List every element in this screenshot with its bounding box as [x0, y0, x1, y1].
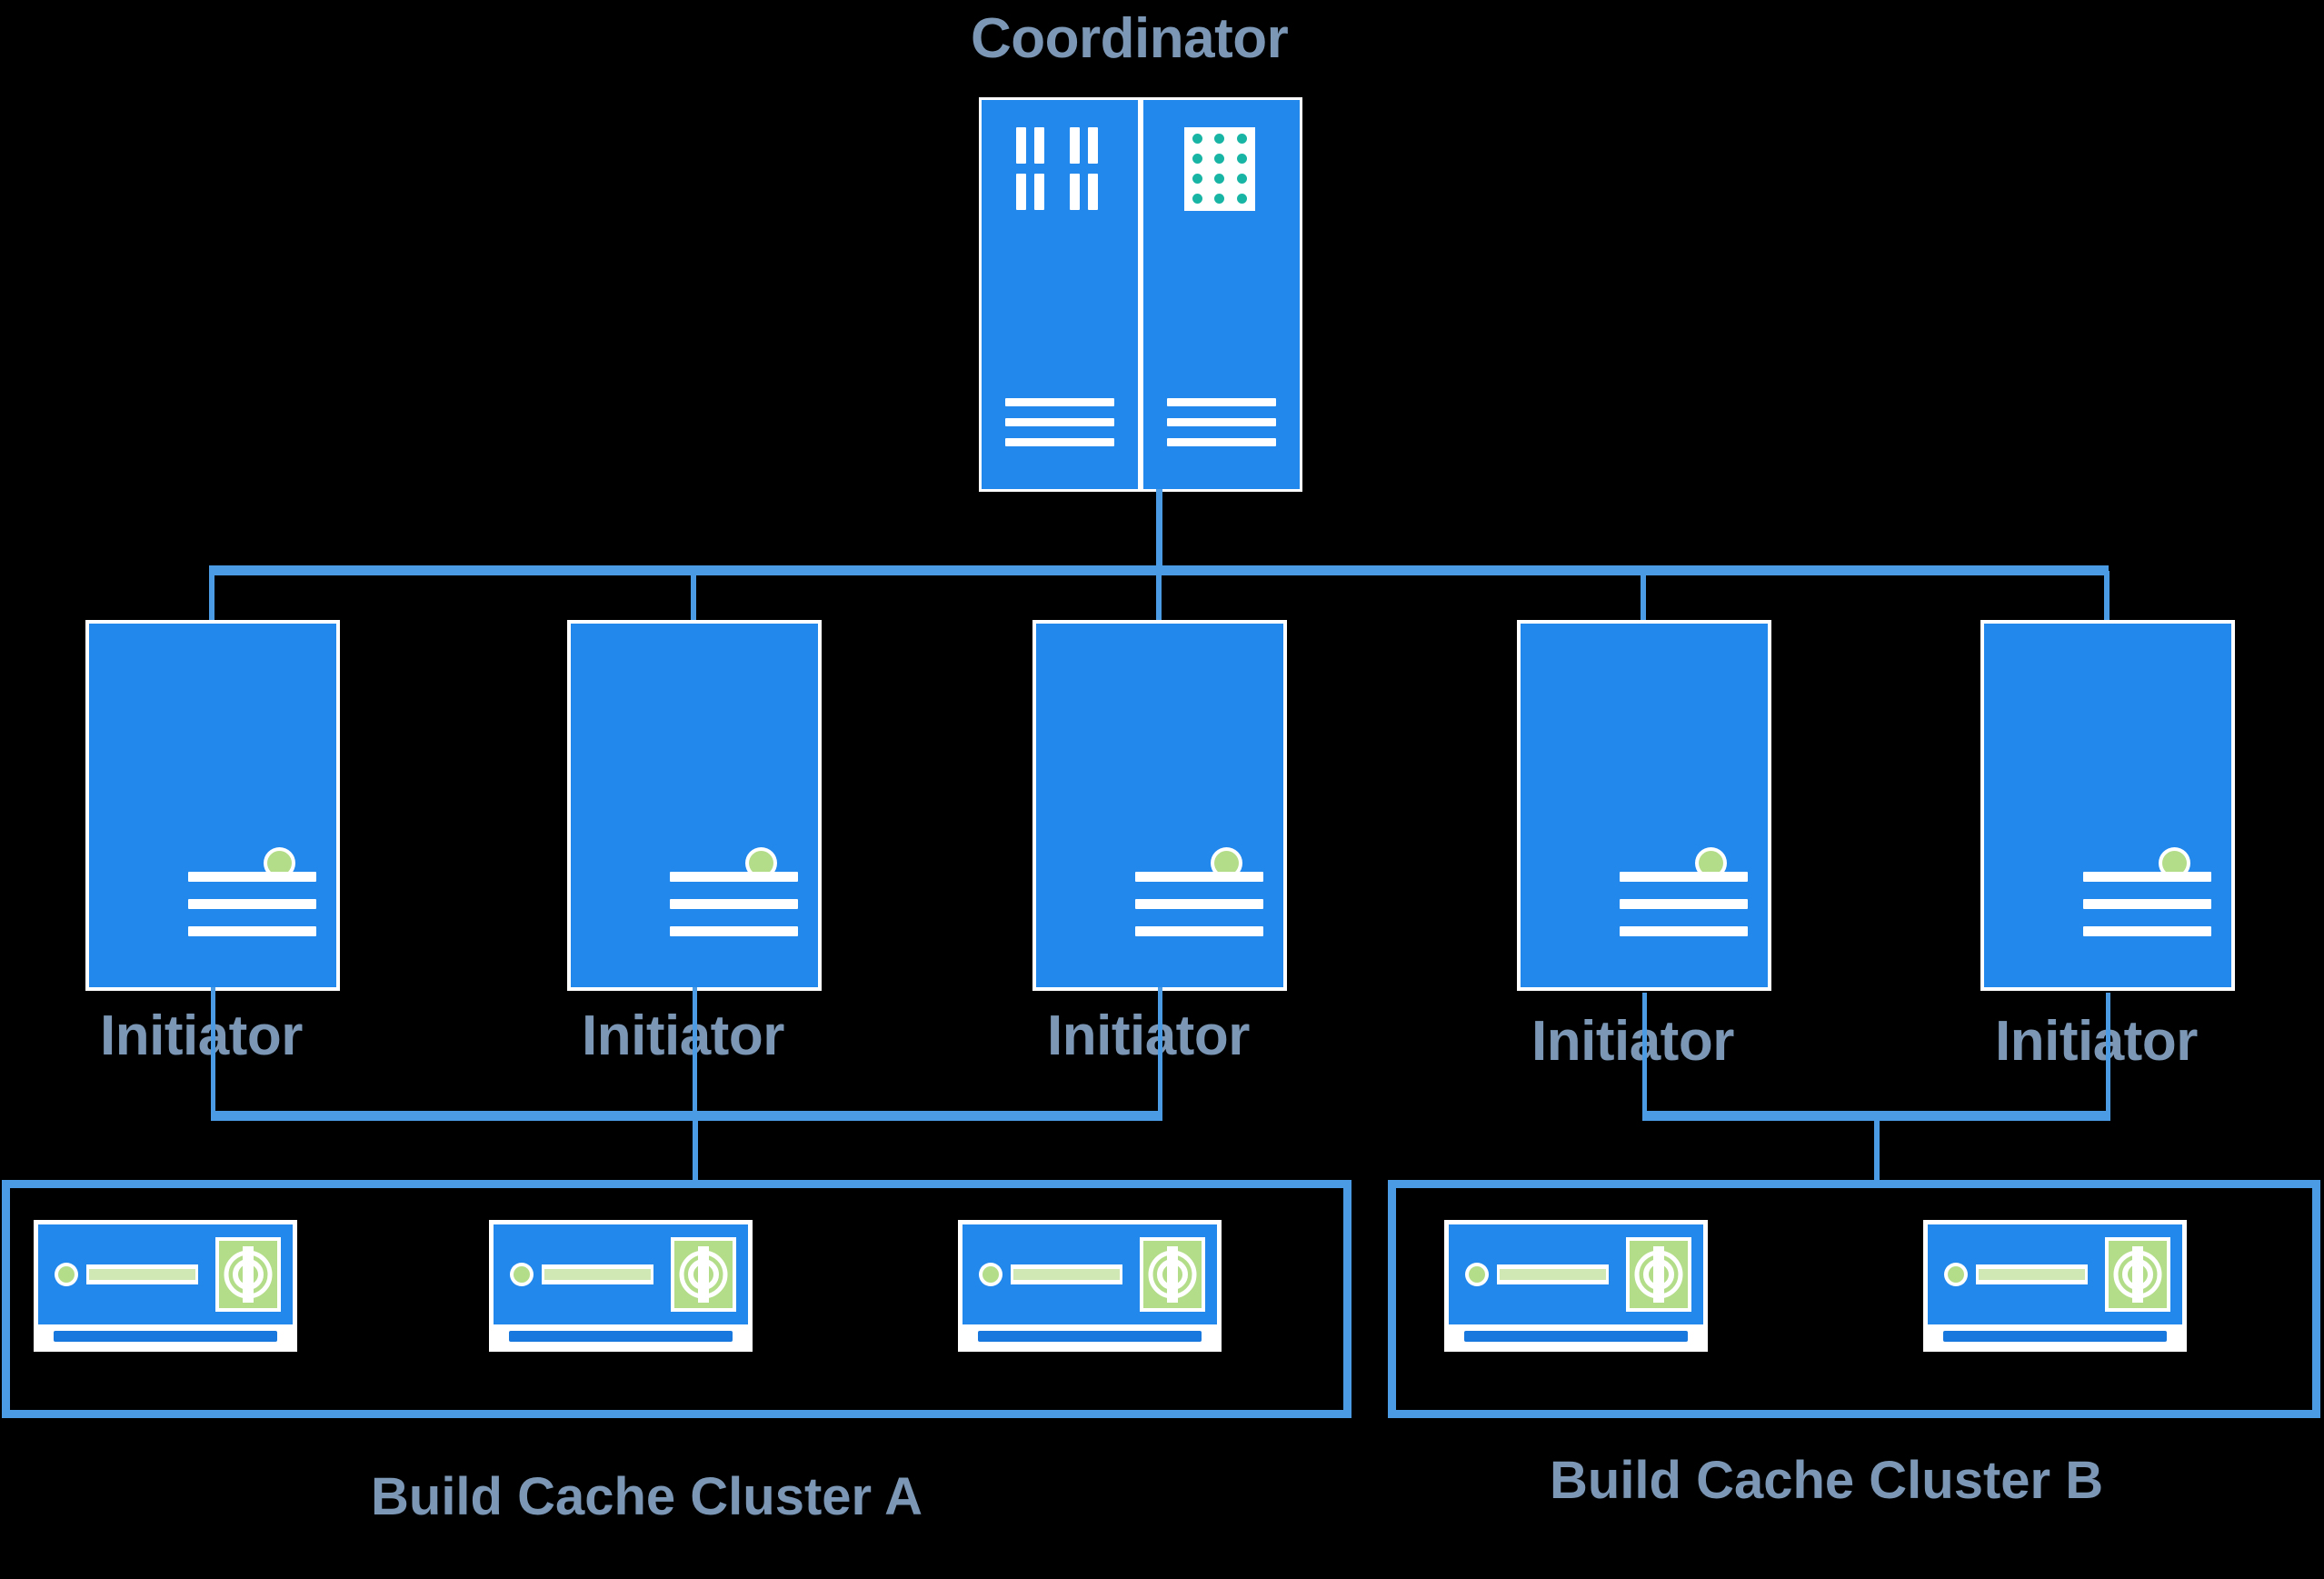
disk-platter-icon — [2109, 1241, 2168, 1308]
initiator-status-lines — [669, 872, 799, 936]
status-dot — [1948, 1266, 1965, 1283]
status-dot — [58, 1266, 75, 1283]
cache-appliance-2[interactable] — [489, 1220, 753, 1352]
status-dot — [1699, 851, 1724, 875]
initiator-label-4: Initiator — [1531, 1010, 1734, 1073]
appliance-base — [1942, 1331, 2168, 1342]
appliance-base — [1463, 1331, 1689, 1342]
status-dot — [267, 851, 293, 875]
wire-drop-initiator-3 — [1156, 571, 1162, 624]
initiator-label-2: Initiator — [582, 1004, 784, 1067]
disk-platter-icon — [674, 1241, 733, 1308]
status-dot — [2162, 851, 2188, 875]
initiator-status-lines — [187, 872, 317, 936]
cluster-b-label: Build Cache Cluster B — [1550, 1451, 2104, 1510]
wire-coordinator-stem — [1156, 489, 1162, 571]
cache-appliance-1[interactable] — [34, 1220, 297, 1352]
disk-platter-icon — [219, 1241, 278, 1308]
wire-initiator1-down — [211, 987, 215, 1114]
wire-cluster-b-drop — [1874, 1116, 1880, 1182]
status-dot — [982, 1266, 1000, 1283]
wire-drop-initiator-2 — [691, 571, 696, 624]
wire-cluster-a-bus — [211, 1111, 1162, 1121]
initiator-node-2[interactable] — [571, 624, 818, 987]
dot-grid-icon — [1183, 126, 1255, 211]
status-dot — [514, 1266, 531, 1283]
initiator-status-lines — [2082, 872, 2212, 936]
cache-slot-bar — [1011, 1264, 1123, 1284]
cache-slot-bar — [542, 1264, 654, 1284]
initiator-node-1[interactable] — [89, 624, 336, 987]
cache-appliance-4[interactable] — [1444, 1220, 1708, 1352]
status-dot — [1214, 851, 1240, 875]
wire-initiator2-down — [693, 987, 697, 1114]
coordinator-status-lines-left — [1004, 397, 1115, 446]
cache-slot-bar — [86, 1264, 199, 1284]
cache-appliance-3[interactable] — [958, 1220, 1222, 1352]
appliance-base — [508, 1331, 733, 1342]
build-cache-cluster-a-box[interactable] — [2, 1180, 1352, 1418]
cache-appliance-5[interactable] — [1923, 1220, 2187, 1352]
blade-bars-icon — [1015, 126, 1098, 210]
coordinator-status-lines-right — [1166, 397, 1277, 446]
disk-platter-icon — [1143, 1241, 1202, 1308]
wire-cluster-b-bus — [1642, 1111, 2110, 1121]
initiator-label-5: Initiator — [1995, 1010, 2198, 1073]
coordinator-panel-left — [982, 100, 1138, 489]
status-dot — [749, 851, 774, 875]
wire-initiator3-down — [1158, 987, 1162, 1114]
initiator-node-4[interactable] — [1521, 624, 1768, 987]
wire-initiator5-down — [2106, 993, 2110, 1114]
initiator-label-1: Initiator — [100, 1004, 303, 1067]
cache-slot-bar — [1497, 1264, 1610, 1284]
wire-drop-initiator-5 — [2104, 571, 2110, 624]
wire-cluster-a-drop — [693, 1116, 698, 1182]
initiator-status-lines — [1134, 872, 1264, 936]
cache-slot-bar — [1976, 1264, 2089, 1284]
disk-platter-icon — [1630, 1241, 1689, 1308]
build-cache-cluster-b-box[interactable] — [1388, 1180, 2320, 1418]
appliance-base — [53, 1331, 278, 1342]
status-dot — [1469, 1266, 1486, 1283]
coordinator-label: Coordinator — [971, 7, 1289, 70]
cluster-a-label: Build Cache Cluster A — [371, 1467, 923, 1526]
wire-drop-initiator-4 — [1641, 571, 1646, 624]
initiator-node-3[interactable] — [1036, 624, 1283, 987]
coordinator-node[interactable] — [982, 100, 1300, 489]
coordinator-panel-right — [1143, 100, 1300, 489]
initiator-status-lines — [1619, 872, 1749, 936]
wire-distribution-bus — [209, 565, 2109, 575]
initiator-node-5[interactable] — [1984, 624, 2231, 987]
appliance-base — [977, 1331, 1202, 1342]
initiator-label-3: Initiator — [1047, 1004, 1250, 1067]
wire-initiator4-down — [1642, 993, 1647, 1114]
wire-drop-initiator-1 — [209, 571, 214, 624]
